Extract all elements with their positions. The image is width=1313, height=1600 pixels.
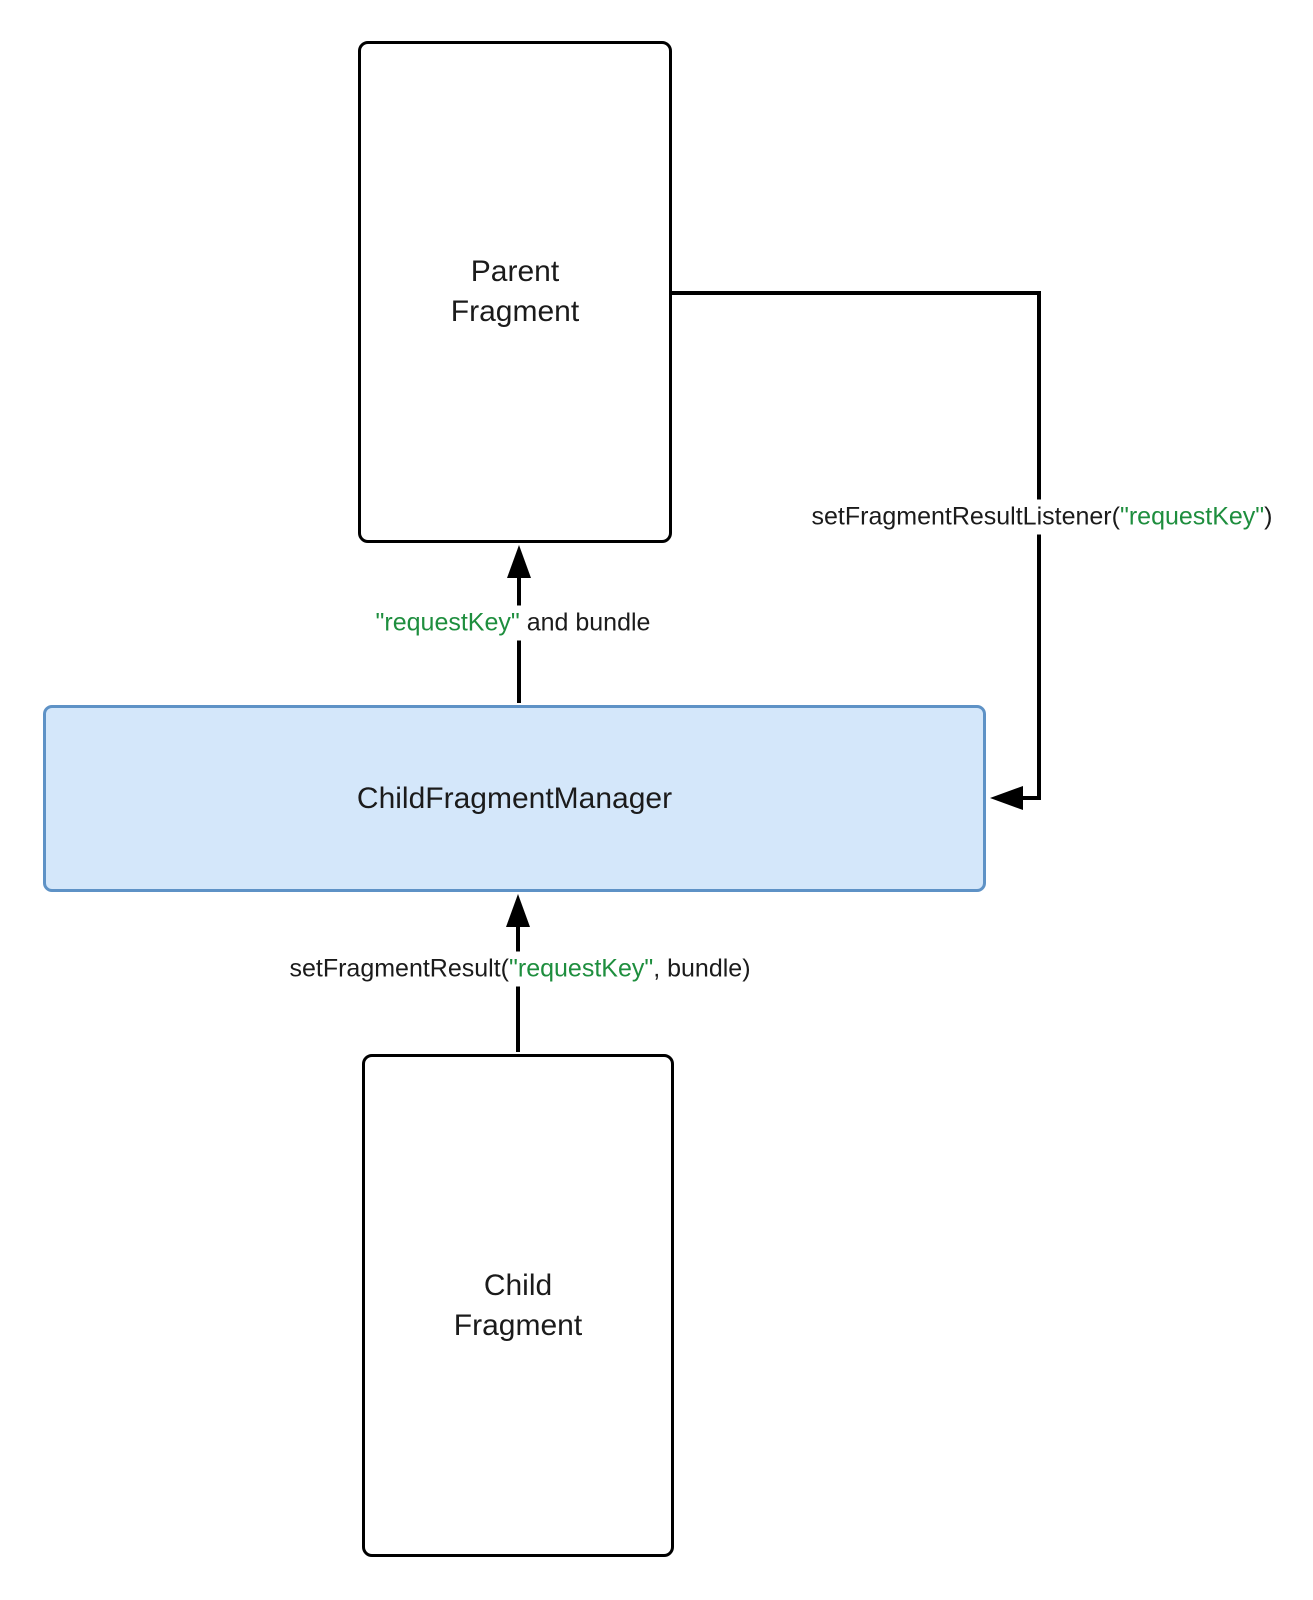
arrow-parent-to-manager [672, 291, 1041, 810]
edge-label-set-fragment-result: setFragmentResult("requestKey", bundle) [281, 951, 759, 987]
parent-fragment-label-line2: Fragment [450, 295, 580, 328]
edge-label-suffix: , bundle) [653, 954, 751, 983]
parent-fragment-label-line1: Parent [470, 255, 560, 288]
edge-label-prefix: setFragmentResultListener( [811, 502, 1120, 531]
edge-label-suffix: ) [1264, 502, 1273, 531]
child-fragment-label-line1: Child [483, 1268, 553, 1302]
edge-label-requestkey-and-bundle: "requestKey" and bundle [367, 605, 659, 641]
child-fragment-manager-label: ChildFragmentManager [356, 781, 673, 815]
request-key-literal: "requestKey" [375, 608, 520, 637]
arrow-child-to-manager [506, 894, 530, 1052]
edge-label-set-fragment-result-listener: setFragmentResultListener("requestKey") [803, 499, 1281, 535]
edge-label-suffix: and bundle [519, 608, 651, 637]
child-fragment-label-line2: Fragment [453, 1308, 583, 1342]
child-fragment-node: Child Fragment [362, 1054, 674, 1557]
child-fragment-manager-node: ChildFragmentManager [43, 705, 986, 892]
request-key-literal: "requestKey" [1119, 502, 1265, 531]
request-key-literal: "requestKey" [509, 954, 654, 983]
edge-label-prefix: setFragmentResult( [289, 954, 510, 983]
parent-fragment-node: Parent Fragment [358, 41, 672, 543]
